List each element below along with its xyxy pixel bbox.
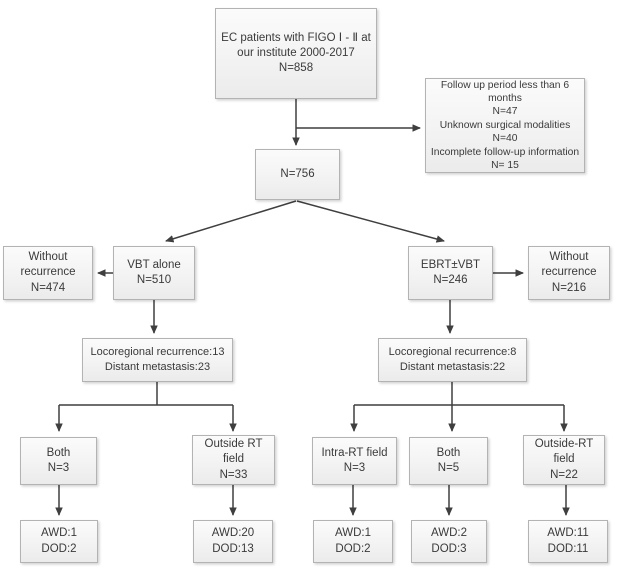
box-outcome-ebrt-outside-text: AWD:11 DOD:11	[547, 527, 589, 555]
box-without-recurrence-right: Without recurrence N=216	[528, 246, 610, 300]
connector-n756-to-vbt	[165, 200, 297, 243]
box-outcome-vbt-both: AWD:1 DOD:2	[20, 520, 98, 563]
box-ebrt-outside-rt: Outside-RT field N=22	[523, 435, 605, 485]
box-ec-patients-text: EC patients with FIGO Ⅰ - Ⅱ at our insti…	[221, 31, 371, 75]
box-vbt-both-text: Both N=3	[46, 446, 71, 474]
box-outcome-vbt-both-text: AWD:1 DOD:2	[41, 527, 77, 555]
box-outcome-vbt-outside: AWD:20 DOD:13	[193, 520, 273, 563]
box-outcome-ebrt-intra-text: AWD:1 DOD:2	[335, 527, 371, 555]
box-outcome-vbt-outside-text: AWD:20 DOD:13	[211, 527, 255, 555]
box-recurrence-ebrt-text: Locoregional recurrence:8 Distant metast…	[388, 346, 517, 373]
box-recurrence-vbt: Locoregional recurrence:13 Distant metas…	[82, 338, 233, 382]
box-exclusion-criteria-text: Follow up period less than 6 months N=47…	[430, 79, 580, 171]
box-outcome-ebrt-intra: AWD:1 DOD:2	[313, 520, 393, 563]
box-without-recurrence-left: Without recurrence N=474	[3, 246, 93, 300]
box-vbt-alone-text: VBT alone N=510	[127, 258, 181, 286]
box-ebrt-vbt-text: EBRT±VBT N=246	[420, 258, 481, 286]
box-n756-text: N=756	[280, 167, 315, 180]
box-vbt-outside-rt-text: Outside RT field N=33	[204, 438, 263, 481]
connector-n756-to-ebrt	[296, 200, 445, 243]
box-ec-patients: EC patients with FIGO Ⅰ - Ⅱ at our insti…	[215, 8, 377, 99]
box-exclusion-criteria: Follow up period less than 6 months N=47…	[425, 78, 585, 173]
box-vbt-outside-rt: Outside RT field N=33	[192, 435, 275, 485]
box-without-recurrence-left-text: Without recurrence N=474	[20, 251, 76, 294]
box-ebrt-both-text: Both N=5	[436, 446, 461, 474]
box-vbt-alone: VBT alone N=510	[113, 246, 195, 300]
box-without-recurrence-right-text: Without recurrence N=216	[541, 251, 597, 294]
box-ebrt-intra-rt-text: Intra-RT field N=3	[321, 446, 388, 474]
box-vbt-both: Both N=3	[20, 437, 97, 485]
box-ebrt-outside-rt-text: Outside-RT field N=22	[534, 438, 594, 481]
box-ebrt-both: Both N=5	[409, 437, 488, 485]
box-n756: N=756	[255, 149, 340, 200]
box-ebrt-vbt: EBRT±VBT N=246	[408, 246, 493, 300]
box-ebrt-intra-rt: Intra-RT field N=3	[312, 437, 397, 485]
box-recurrence-vbt-text: Locoregional recurrence:13 Distant metas…	[90, 346, 225, 373]
box-outcome-ebrt-both: AWD:2 DOD:3	[411, 520, 487, 563]
box-outcome-ebrt-outside: AWD:11 DOD:11	[528, 520, 608, 563]
box-recurrence-ebrt: Locoregional recurrence:8 Distant metast…	[378, 338, 527, 382]
box-outcome-ebrt-both-text: AWD:2 DOD:3	[431, 527, 467, 555]
